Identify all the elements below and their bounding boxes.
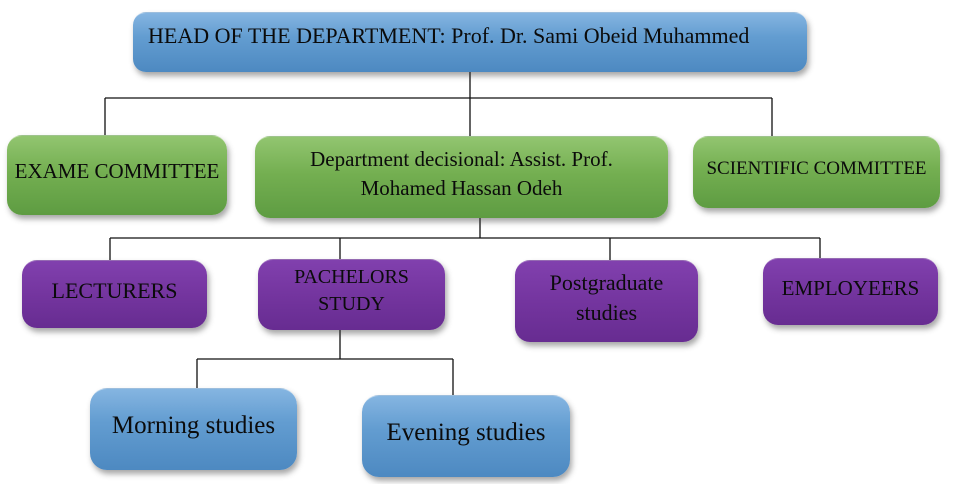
node-morning-studies: Morning studies: [90, 388, 297, 470]
node-employeers: EMPLOYEERS: [763, 258, 938, 325]
node-postgraduate-studies: Postgraduate studies: [515, 260, 698, 342]
connector-decisional-to-level3: [109, 218, 821, 260]
node-department-decisional: Department decisional: Assist. Prof. Moh…: [255, 136, 668, 218]
connector-head-to-level2: [104, 72, 773, 136]
node-exame-committee: EXAME COMMITTEE: [7, 135, 227, 215]
node-pachelors-study: PACHELORS STUDY: [258, 259, 445, 330]
node-head-of-department: HEAD OF THE DEPARTMENT: Prof. Dr. Sami O…: [133, 12, 807, 72]
node-evening-studies: Evening studies: [362, 395, 570, 477]
node-scientific-committee: SCIENTIFIC COMMITTEE: [693, 136, 940, 208]
node-lecturers: LECTURERS: [22, 260, 207, 328]
connector-pachelors-to-level4: [196, 330, 454, 395]
